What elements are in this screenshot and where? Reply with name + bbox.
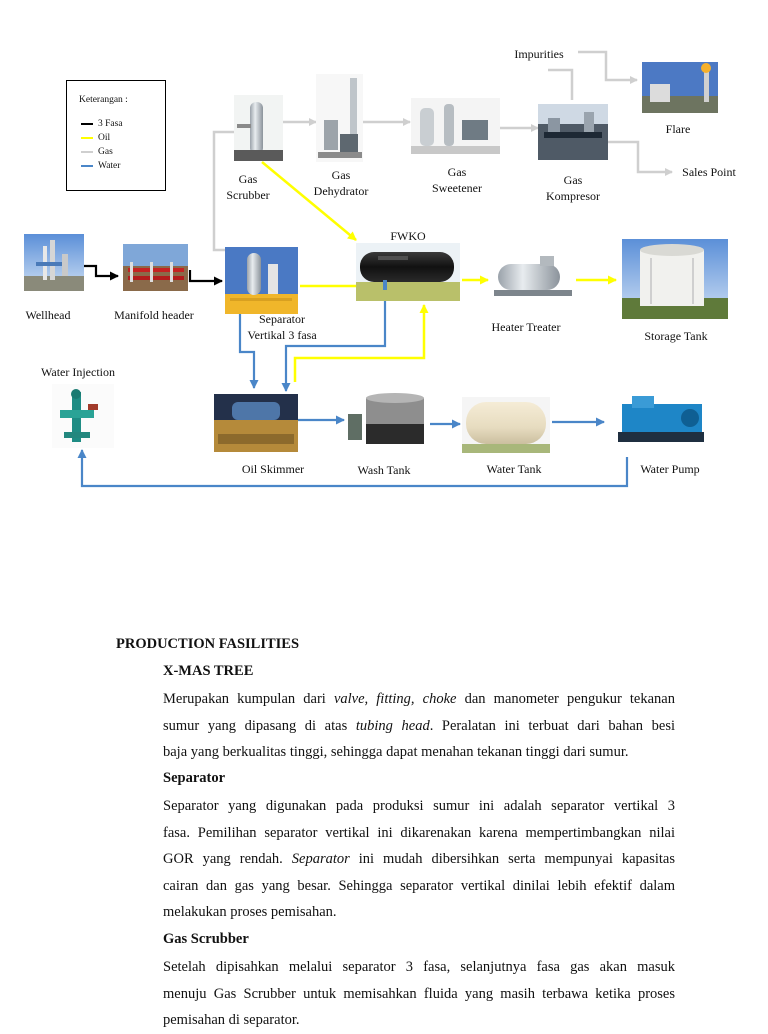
paragraph-line: Setelah dipisahkan melalui separator 3 f…: [163, 959, 675, 975]
oil-skimmer-image: [214, 394, 298, 452]
wellhead-label: Wellhead: [25, 308, 71, 322]
gas-dehydrator-image: [316, 74, 363, 162]
wash-tank-image: [345, 389, 430, 450]
heater-treater-image: [490, 248, 576, 304]
subheading-xmas-tree: X-MAS TREE: [163, 663, 254, 679]
flare-image: [642, 62, 718, 113]
paragraph-line: pemisahan di separator.: [163, 1012, 300, 1028]
paragraph-line: melakukan proses pemisahan.: [163, 904, 337, 920]
gas-sweetener-label-line1: Gas: [447, 165, 467, 179]
gas-kompresor-label-line1: Gas: [563, 173, 583, 187]
paragraph-line: Merupakan kumpulan dari valve, fitting, …: [163, 691, 675, 707]
water-lines: [77, 291, 629, 488]
wash-tank-label: Wash Tank: [357, 463, 411, 477]
legend-box: Keterangan : 3 Fasa Oil Gas Water: [66, 80, 166, 191]
separator-image: [225, 247, 298, 314]
paragraph-line: cairan dan gas yang besar. Sehingga sepa…: [163, 877, 675, 894]
gas-lines: [212, 50, 673, 252]
legend-item-gas: Gas: [81, 146, 113, 158]
gas-dehydrator-label-line1: Gas: [331, 168, 351, 182]
paragraph-line: sumur yang dipasang di atas tubing head.…: [163, 717, 675, 734]
gas-dehydrator-label-line2: Dehydrator: [313, 184, 369, 198]
separator-label-line2: Vertikal 3 fasa: [247, 328, 317, 342]
water-pump-label: Water Pump: [640, 462, 700, 476]
three-phase-lines: [84, 264, 223, 286]
gas-kompresor-image: [538, 104, 608, 160]
paragraph-line: menuju Gas Scrubber untuk memisahkan flu…: [163, 985, 675, 1002]
legend-item-3-fasa: 3 Fasa: [81, 118, 123, 130]
paragraph-xmas-tree: Merupakan kumpulan dari valve, fitting, …: [163, 686, 675, 766]
legend-label: 3 Fasa: [98, 119, 123, 129]
fwko-label: FWKO: [390, 229, 426, 243]
italic-term: tubing head: [355, 717, 430, 734]
process-flow-diagram: [24, 50, 728, 488]
legend-item-water: Water: [81, 160, 120, 172]
legend-item-oil: Oil: [81, 132, 110, 144]
sales-point-label: Sales Point: [682, 165, 736, 179]
paragraph-line: GOR yang rendah. Separator ini mudah dib…: [163, 851, 675, 867]
gas-scrubber-image: [234, 95, 283, 161]
manifold-header-image: [123, 244, 188, 291]
paragraph-separator: Separator yang digunakan pada produksi s…: [163, 793, 675, 926]
legend-label: Water: [98, 161, 121, 171]
section-heading: PRODUCTION FASILITIES: [116, 636, 300, 652]
paragraph-line: baja yang berkualitas tinggi, sehingga d…: [163, 744, 629, 760]
water-injection-image: [52, 384, 114, 448]
manifold-header-label: Manifold header: [114, 308, 194, 322]
storage-tank-image: [622, 239, 728, 319]
italic-term: valve, fitting, choke: [333, 691, 457, 707]
gas-kompresor-label-line2: Kompresor: [546, 189, 600, 203]
italic-term: Separator: [291, 851, 350, 867]
legend-label: Gas: [98, 147, 113, 157]
gas-sweetener-image: [411, 98, 500, 154]
wellhead-image: [24, 234, 84, 291]
gas-scrubber-label-line1: Gas: [238, 172, 258, 186]
water-pump-image: [614, 387, 708, 457]
legend-title: Keterangan :: [79, 95, 128, 105]
heater-treater-label: Heater Treater: [491, 320, 561, 334]
separator-label-line1: Separator: [259, 312, 305, 326]
fwko-image: [356, 243, 460, 301]
paragraph-gas-scrubber: Setelah dipisahkan melalui separator 3 f…: [163, 954, 675, 1034]
subheading-separator: Separator: [163, 770, 226, 786]
legend-swatch: [81, 151, 93, 153]
legend-swatch: [81, 137, 93, 139]
impurities-label: Impurities: [514, 47, 564, 61]
paragraph-line: fasa. Pemilihan separator vertikal ini d…: [163, 824, 675, 841]
water-injection-label: Water Injection: [41, 365, 115, 379]
flare-label: Flare: [665, 122, 691, 136]
storage-tank-label: Storage Tank: [644, 329, 708, 343]
paragraph-line: Separator yang digunakan pada produksi s…: [163, 798, 675, 814]
gas-sweetener-label-line2: Sweetener: [432, 181, 482, 195]
gas-scrubber-label-line2: Scrubber: [226, 188, 270, 202]
oil-lines: [261, 161, 617, 382]
oil-skimmer-label: Oil Skimmer: [241, 462, 305, 476]
legend-swatch: [81, 165, 93, 167]
legend-label: Oil: [98, 133, 111, 143]
subheading-gas-scrubber: Gas Scrubber: [163, 931, 249, 947]
legend-swatch: [81, 123, 93, 125]
water-tank-image: [462, 397, 550, 453]
water-tank-label: Water Tank: [486, 462, 542, 476]
